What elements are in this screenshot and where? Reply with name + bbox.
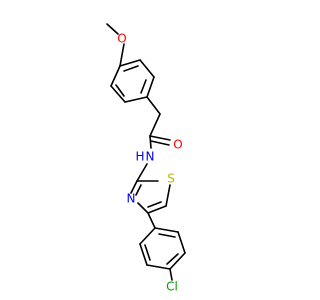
bond-thz-s-c5 [165,184,171,207]
bond-methyl-o [106,23,119,35]
bond-ring2-a [154,227,179,233]
methoxy-oxygen-label: O [117,32,126,46]
bond-n-thiazole [136,163,148,182]
bond-ring1-inner-3 [115,84,125,97]
bond-ring2-d [146,264,171,270]
bond-ring1-b [139,59,155,78]
bond-thz-phenyl [147,212,156,229]
bond-ring1-inner-1 [123,65,139,72]
bond-ring2-c [169,252,186,270]
bond-ring2-b [177,231,186,254]
chlorine-label: Cl [166,280,178,294]
bond-thz-n-c2 [130,180,138,194]
bond-ring1-inner-2 [140,79,147,94]
bond-c-cl [169,268,173,281]
bond-ring2-inner-3 [144,244,151,261]
bond-ring1-f [110,65,121,87]
bond-ring2-inner-2 [166,253,179,265]
thiazole-sulfur-label: S [167,172,175,186]
bond-carbonyl-a [149,135,171,141]
bond-thz-c5-c4-inner [147,201,162,208]
bond-chain-2 [149,113,161,137]
thiazole-nitrogen-label: N [127,192,136,206]
bond-thz-c5-c4 [147,205,167,214]
bond-carbonyl-b [150,140,170,146]
bond-ring2-inner-1 [158,233,176,238]
bond-thz-c4-n [137,202,149,214]
amide-nitrogen-label: N [146,150,155,164]
molecule-structure: O O H N S N Cl [106,23,186,294]
bond-c-n [149,135,152,149]
bond-ring2-f [139,227,156,245]
bond-ring1-c [146,76,155,98]
bond-ring1-a [119,59,141,67]
bond-ring1-d [124,96,148,103]
bond-chain-1 [146,96,161,115]
bond-ring2-e [139,243,148,266]
bond-ring1-e [110,85,126,103]
amide-hydrogen-label: H [135,150,144,164]
bond-o-ring [119,43,125,67]
carbonyl-oxygen-label: O [173,138,182,152]
bond-thz-n-c2-inner [135,184,142,196]
